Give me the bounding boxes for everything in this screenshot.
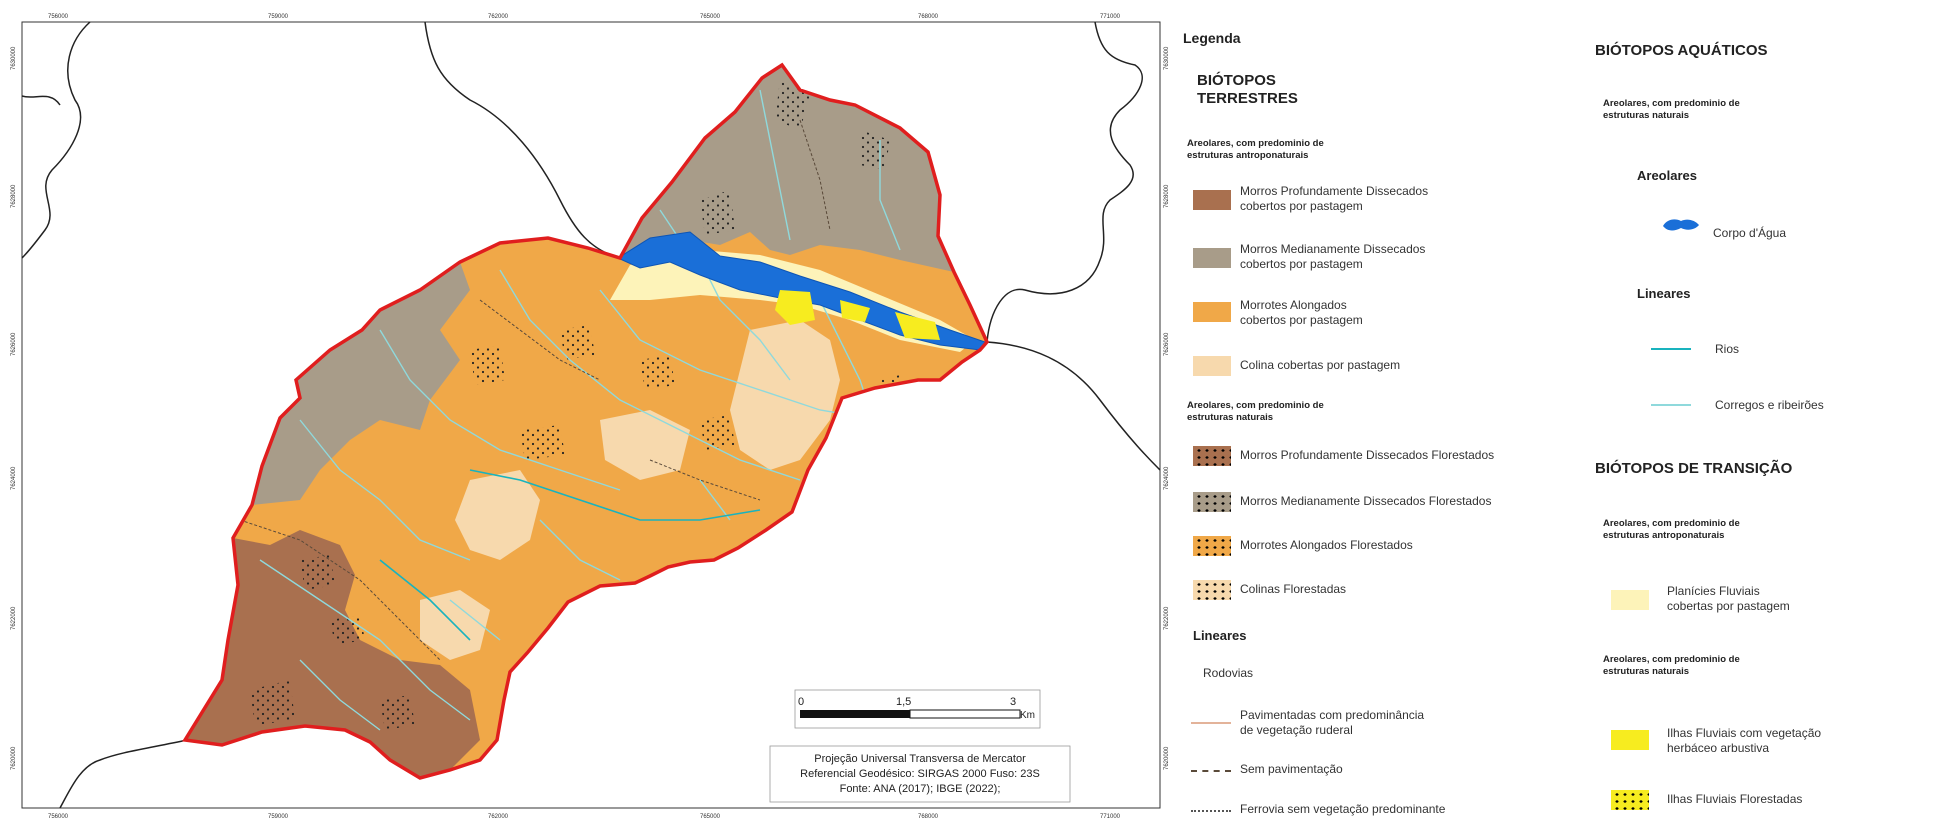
symbol-paved-road <box>1191 722 1231 724</box>
legend-panel: Legenda BIÓTOPOS TERRESTRES Areolares, c… <box>1175 20 1937 826</box>
tick-x-bottom-4: 768000 <box>918 814 939 820</box>
credit-projection: Projeção Universal Transversa de Mercato… <box>814 753 1026 765</box>
forested-dot-areas <box>250 80 905 730</box>
tick-y-left-1: 7628000 <box>11 184 17 208</box>
tick-y-right-5: 7620000 <box>1164 746 1170 770</box>
symbol-railway <box>1191 810 1231 812</box>
tick-x-bottom-1: 759000 <box>268 814 289 820</box>
label-rodovias: Rodovias <box>1203 666 1254 680</box>
label-ilhas-herbaceo: Ilhas Fluviais com vegetação herbáceo ar… <box>1667 726 1822 755</box>
tick-x-bottom-2: 762000 <box>488 814 509 820</box>
label-colina-pastagem: Colina cobertas por pastagem <box>1240 358 1401 372</box>
aquaticos-lineares: Lineares <box>1637 286 1691 301</box>
label-morros-med-pastagem: Morros Medianamente Dissecados cobertos … <box>1240 242 1426 271</box>
terrestres-antro-heading: Areolares, com predominio de estruturas … <box>1187 138 1324 161</box>
aquaticos-heading: BIÓTOPOS AQUÁTICOS <box>1595 42 1768 59</box>
scale-label-2: 3 <box>1010 696 1016 708</box>
scale-bar: 0 1,5 3 Km <box>794 689 1041 729</box>
credit-datum: Referencial Geodésico: SIRGAS 2000 Fuso:… <box>800 768 1040 780</box>
map-canvas: 756000 759000 762000 765000 768000 77100… <box>11 14 1170 820</box>
swatch-ilhas-florestadas <box>1611 790 1649 810</box>
swatch-morros-med-florestados <box>1193 492 1231 512</box>
tick-x-bottom-5: 771000 <box>1100 814 1121 820</box>
tick-y-left-2: 7626000 <box>11 332 17 356</box>
tick-x-top-4: 768000 <box>918 14 939 20</box>
swatch-morros-prof-florestados <box>1193 446 1231 466</box>
tick-y-right-2: 7626000 <box>1164 332 1170 356</box>
swatch-colinas-florestadas <box>1193 580 1231 600</box>
rivers <box>379 469 761 641</box>
tick-y-left-3: 7624000 <box>11 466 17 490</box>
scale-label-1: 1,5 <box>896 696 911 708</box>
credit-source: Fonte: ANA (2017); IBGE (2022); <box>840 783 1001 795</box>
basin-boundary <box>182 62 990 780</box>
label-ilhas-florestadas: Ilhas Fluviais Florestadas <box>1667 792 1803 806</box>
terrestres-nat-heading: Areolares, com predominio de estruturas … <box>1187 400 1324 423</box>
transicao-nat: Areolares, com predominio de estruturas … <box>1603 654 1740 677</box>
label-morros-prof-florestados: Morros Profundamente Dissecados Floresta… <box>1240 448 1495 462</box>
swatch-colina-pastagem <box>1193 356 1231 376</box>
scale-label-0: 0 <box>798 696 804 708</box>
swatch-morrotes-pastagem <box>1193 302 1231 322</box>
coordinate-ticks: 756000 759000 762000 765000 768000 77100… <box>11 14 1170 820</box>
tick-x-top-2: 762000 <box>488 14 509 20</box>
swatch-ilhas-herbaceo <box>1611 730 1649 750</box>
transicao-heading: BIÓTOPOS DE TRANSIÇÃO <box>1595 460 1793 477</box>
map-credits: Projeção Universal Transversa de Mercato… <box>769 745 1071 803</box>
area-colinas-west <box>455 470 540 560</box>
island-herbaceous-2 <box>895 312 940 340</box>
symbol-water-body <box>1663 219 1699 231</box>
label-rivers: Rios <box>1715 342 1740 356</box>
roads-unpaved <box>239 119 831 661</box>
tick-x-top-5: 771000 <box>1100 14 1121 20</box>
label-streams: Corregos e ribeirões <box>1715 398 1824 412</box>
swatch-planicies <box>1611 590 1649 610</box>
tick-x-bottom-0: 756000 <box>48 814 69 820</box>
tick-x-top-3: 765000 <box>700 14 721 20</box>
tick-y-left-5: 7620000 <box>11 746 17 770</box>
swatch-morros-prof-pastagem <box>1193 190 1231 210</box>
label-water-body: Corpo d'Água <box>1713 226 1787 240</box>
transicao-antro: Areolares, com predominio de estruturas … <box>1603 518 1740 541</box>
symbol-rivers <box>1651 348 1691 350</box>
label-unpaved-road: Sem pavimentação <box>1240 762 1343 776</box>
area-morros-medianamente-west <box>252 262 470 505</box>
label-railway: Ferrovia sem vegetação predominante <box>1240 802 1446 816</box>
swatch-morrotes-florestados <box>1193 536 1231 556</box>
area-colinas-east <box>730 320 840 470</box>
label-morrotes-pastagem: Morrotes Alongados cobertos por pastagem <box>1240 298 1363 327</box>
scale-unit: Km <box>1020 710 1035 721</box>
label-morros-prof-pastagem: Morros Profundamente Dissecados cobertos… <box>1240 184 1429 213</box>
tick-y-left-0: 7630000 <box>11 46 17 70</box>
island-herbaceous-3 <box>840 300 870 322</box>
label-planicies: Planícies Fluviais cobertas por pastagem <box>1667 584 1790 613</box>
terrestres-heading: BIÓTOPOS TERRESTRES <box>1197 72 1298 107</box>
map-panel: 756000 759000 762000 765000 768000 77100… <box>11 14 1170 820</box>
aquaticos-sub: Areolares, com predominio de estruturas … <box>1603 98 1740 121</box>
island-herbaceous-1 <box>775 290 815 325</box>
aquaticos-areolares: Areolares <box>1637 168 1697 183</box>
tick-y-right-3: 7624000 <box>1164 466 1170 490</box>
tick-y-right-4: 7622000 <box>1164 606 1170 630</box>
label-morrotes-florestados: Morrotes Alongados Florestados <box>1240 538 1413 552</box>
legend-title: Legenda <box>1183 30 1241 46</box>
swatch-morros-med-pastagem <box>1193 248 1231 268</box>
tick-x-top-1: 759000 <box>268 14 289 20</box>
tick-y-right-0: 7630000 <box>1164 46 1170 70</box>
label-paved-road: Pavimentadas com predominância de vegeta… <box>1240 708 1425 737</box>
terrestres-lineares-heading: Lineares <box>1193 628 1247 643</box>
tick-y-left-4: 7622000 <box>11 606 17 630</box>
label-colinas-florestadas: Colinas Florestadas <box>1240 582 1347 596</box>
symbol-unpaved-road <box>1191 770 1231 772</box>
symbol-streams <box>1651 404 1691 406</box>
corregos-streams <box>259 89 901 731</box>
area-colinas-mid <box>600 410 690 480</box>
tick-y-right-1: 7628000 <box>1164 184 1170 208</box>
tick-x-bottom-3: 765000 <box>700 814 721 820</box>
label-morros-med-florestados: Morros Medianamente Dissecados Florestad… <box>1240 494 1492 508</box>
tick-x-top-0: 756000 <box>48 14 69 20</box>
